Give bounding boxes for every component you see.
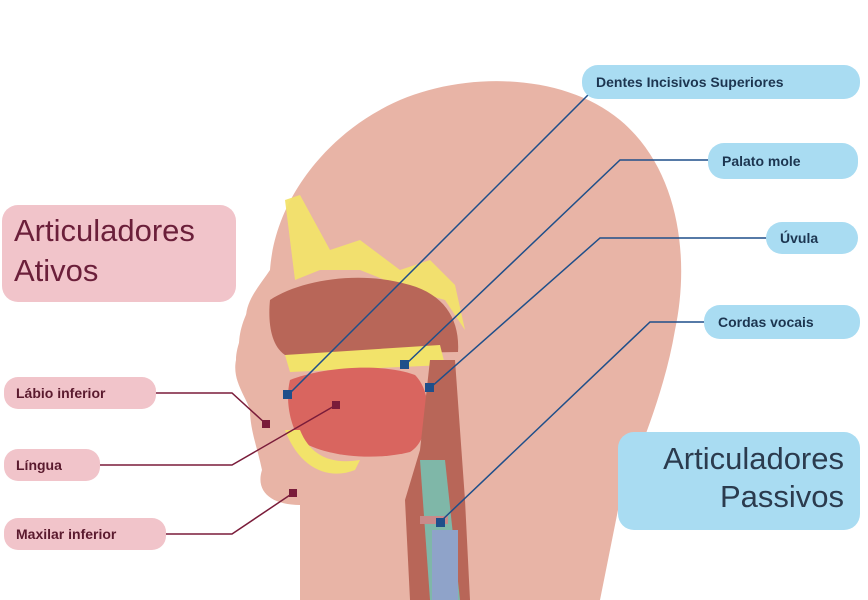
label-cordas-vocais: Cordas vocais: [704, 305, 860, 339]
label-lingua: Língua: [4, 449, 100, 481]
connector-maxilar: [165, 492, 294, 535]
marker-cordas: [436, 518, 445, 527]
connector-labio: [155, 392, 267, 425]
nasal-cavity: [269, 277, 459, 355]
marker-labio: [262, 420, 270, 428]
trachea-rings: [432, 530, 458, 600]
passive-heading-line2: Passivos: [719, 479, 844, 514]
connector-cordas: [439, 321, 710, 523]
label-labio-inferior: Lábio inferior: [4, 377, 156, 409]
label-palato-mole: Palato mole: [708, 143, 858, 179]
active-articulators-heading: Articuladores Ativos: [2, 205, 236, 302]
active-heading-line2: Ativos: [14, 253, 99, 288]
marker-uvula: [425, 383, 434, 392]
jaw-bone: [285, 430, 360, 474]
label-dentes-incisivos: Dentes Incisivos Superiores: [582, 65, 860, 99]
nose: [239, 280, 270, 355]
connector-lingua: [100, 404, 337, 466]
label-maxilar-inferior: Maxilar inferior: [4, 518, 166, 550]
connector-palato: [404, 159, 720, 366]
label-uvula: Úvula: [766, 222, 858, 254]
connector-uvula: [429, 237, 780, 389]
tongue: [288, 367, 428, 457]
marker-maxilar: [289, 489, 297, 497]
vocal-folds: [420, 516, 448, 524]
passive-heading-line1: Articuladores: [663, 441, 844, 476]
marker-dentes: [283, 390, 292, 399]
nasal-bone: [285, 195, 465, 330]
marker-lingua: [332, 401, 340, 409]
active-heading-line1: Articuladores: [14, 213, 195, 248]
marker-palato: [400, 360, 409, 369]
passive-articulators-heading: Articuladores Passivos: [618, 432, 860, 530]
